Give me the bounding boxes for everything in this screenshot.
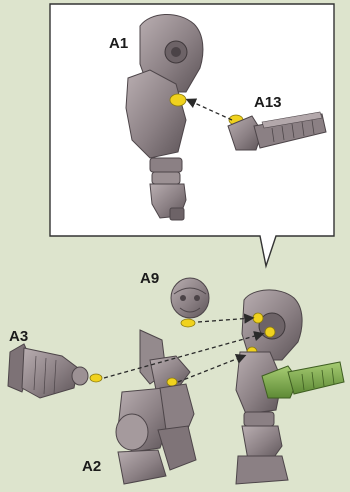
head-peg [181,319,195,327]
label-a1: A1 [109,35,128,52]
arm-peg [90,374,102,382]
label-a9: A9 [140,270,159,287]
torso-head-socket-peg [253,313,263,323]
label-a3: A3 [9,328,28,345]
hip-peg [167,378,177,386]
label-a13: A13 [254,94,282,111]
arm-socket-peg [170,94,186,106]
label-a2: A2 [82,458,101,475]
torso-arm-socket-peg [265,327,275,337]
